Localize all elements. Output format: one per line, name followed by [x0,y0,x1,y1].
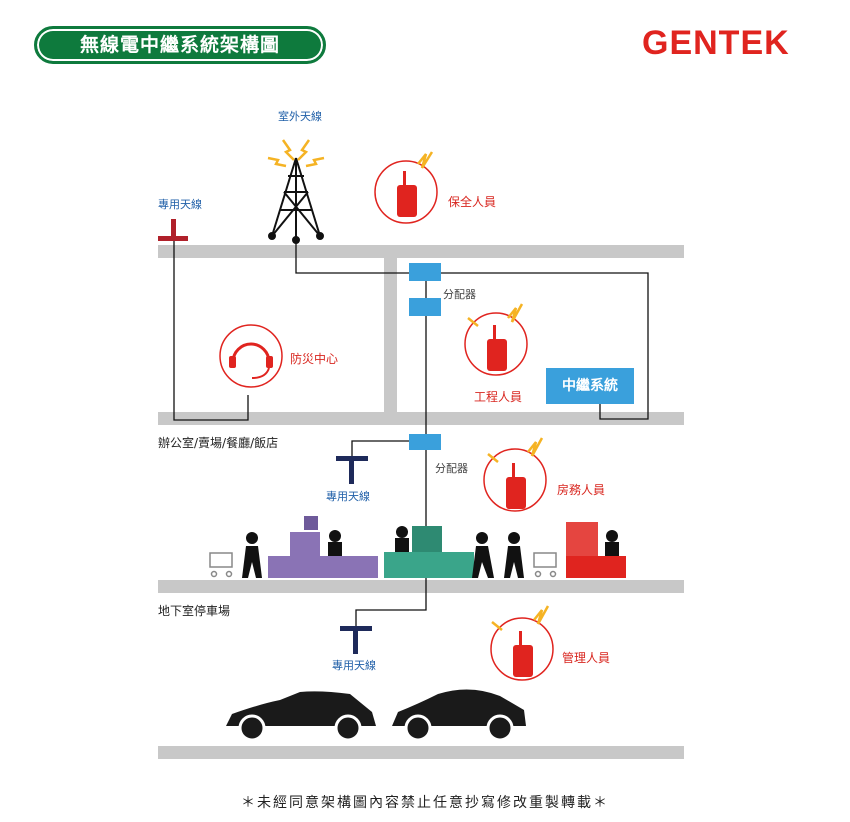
outdoor-antenna-label: 室外天線 [278,110,322,123]
antenna-top-icon [158,219,188,241]
management-staff-label: 管理人員 [562,651,611,665]
floor-roof [158,245,684,258]
cart-right-icon [533,552,557,578]
shopper-2-icon [472,532,494,578]
floor-office [158,412,684,425]
cashier-1-icon [328,530,342,556]
housekeeping-radio-icon [483,437,547,512]
car-2-icon [392,689,526,742]
checkout-counter-1 [268,556,378,578]
management-radio-icon [490,605,554,681]
repeater-system-box: 中繼系統 [546,368,634,404]
splitter-top-b [409,298,441,316]
shopper-3-icon [504,532,524,578]
cashier-2-icon [395,526,409,552]
page-title: 無線電中繼系統架構圖 [34,26,326,64]
cashier-3-icon [605,530,619,556]
cart-left-icon [209,552,233,578]
copyright-notice: ＊未經同意架構圖內容禁止任意抄寫修改重製轉載＊ [241,795,609,811]
engineering-staff-label: 工程人員 [474,390,523,404]
wall-divider [384,258,397,412]
floor-parking-label: 地下室停車場 [158,604,231,618]
security-radio-icon [374,151,438,224]
tower-icon [268,157,324,244]
dedicated-antenna-bottom-label: 專用天線 [332,659,376,672]
cable-mid-antenna [351,440,410,458]
brand-logo: GENTEK [642,24,790,62]
cable-top-antenna [173,240,249,421]
checkout-counter-3 [566,556,626,578]
dedicated-antenna-top-label: 專用天線 [158,198,202,211]
fire-center-headset-icon [219,324,283,388]
antenna-mid-icon [336,456,368,484]
security-staff-label: 保全人員 [448,195,497,209]
splitter-2-label: 分配器 [435,462,468,475]
checkout-counter-2 [384,552,474,578]
dedicated-antenna-mid-label: 專用天線 [326,490,370,503]
cable-tower [295,240,410,274]
tower-signal-icon [267,139,325,168]
cable-right-loop [440,272,649,420]
car-1-icon [226,691,376,742]
housekeeping-staff-label: 房務人員 [557,483,606,497]
floor-office-label: 辦公室/賣場/餐廳/飯店 [158,436,279,450]
antenna-bottom-icon [340,626,372,654]
store-scene [209,516,626,578]
floor-basement [158,746,684,759]
engineering-radio-icon [464,303,528,376]
fire-center-label: 防災中心 [290,352,339,366]
splitter-1-label: 分配器 [443,288,476,301]
splitter-mid [409,434,441,450]
splitter-top-a [409,263,441,281]
shopper-1-icon [242,532,262,578]
floor-ground [158,580,684,593]
